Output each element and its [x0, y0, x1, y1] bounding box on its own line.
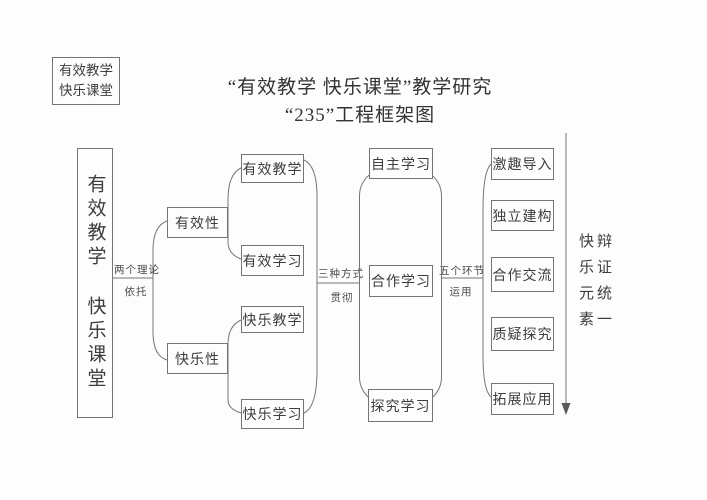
node-happy-teaching: 快乐教学: [241, 306, 304, 333]
node-cooperative-exchange: 合作交流: [491, 257, 554, 292]
node-cooperative-learning: 合作学习: [369, 265, 433, 297]
legend-box: 有效教学 快乐课堂: [52, 57, 120, 105]
legend-line1: 有效教学: [59, 63, 113, 78]
bracket-stage4-open: [482, 163, 492, 398]
node-effectiveness: 有效性: [167, 207, 228, 238]
side-note-happy-elements: 快乐元素: [577, 233, 593, 337]
flow-arrow-head: [561, 403, 571, 415]
title-line2: “235”工程框架图: [284, 105, 436, 126]
node-effective-teaching: 有效教学: [241, 154, 304, 183]
node-inquiry-learning: 探究学习: [368, 389, 433, 422]
node-happiness: 快乐性: [167, 343, 228, 374]
node-independent-construction: 独立建构: [491, 200, 554, 231]
node-interest-introduction: 激趣导入: [491, 148, 554, 180]
root-node: 有效教学 快乐课堂: [77, 148, 113, 418]
node-expansion-application: 拓展应用: [491, 383, 554, 415]
diagram-title: “有效教学 快乐课堂”教学研究 “235”工程框架图: [150, 74, 570, 130]
stage3-label-top: 三种方式: [318, 269, 364, 280]
stage3-label-bottom: 贯彻: [330, 293, 354, 304]
stage1-label-bottom: 依托: [124, 287, 148, 298]
stage1-label-top: 两个理论: [114, 265, 160, 276]
stage4-label-bottom: 运用: [449, 287, 473, 298]
side-note-dialectical-unity: 辩证统一: [595, 233, 611, 337]
stage4-label-top: 五个环节: [439, 266, 485, 277]
bracket-stage2-close: [303, 159, 318, 414]
node-questioning-inquiry: 质疑探究: [491, 317, 554, 351]
brace-stage1: [152, 220, 168, 361]
node-autonomous-learning: 自主学习: [369, 148, 433, 179]
brace-effective-pair: [227, 167, 242, 260]
legend-line2: 快乐课堂: [59, 83, 113, 98]
brace-happy-pair: [227, 319, 242, 414]
title-line1: “有效教学 快乐课堂”教学研究: [227, 77, 493, 98]
node-effective-learning: 有效学习: [241, 245, 304, 276]
node-happy-learning: 快乐学习: [241, 399, 304, 429]
